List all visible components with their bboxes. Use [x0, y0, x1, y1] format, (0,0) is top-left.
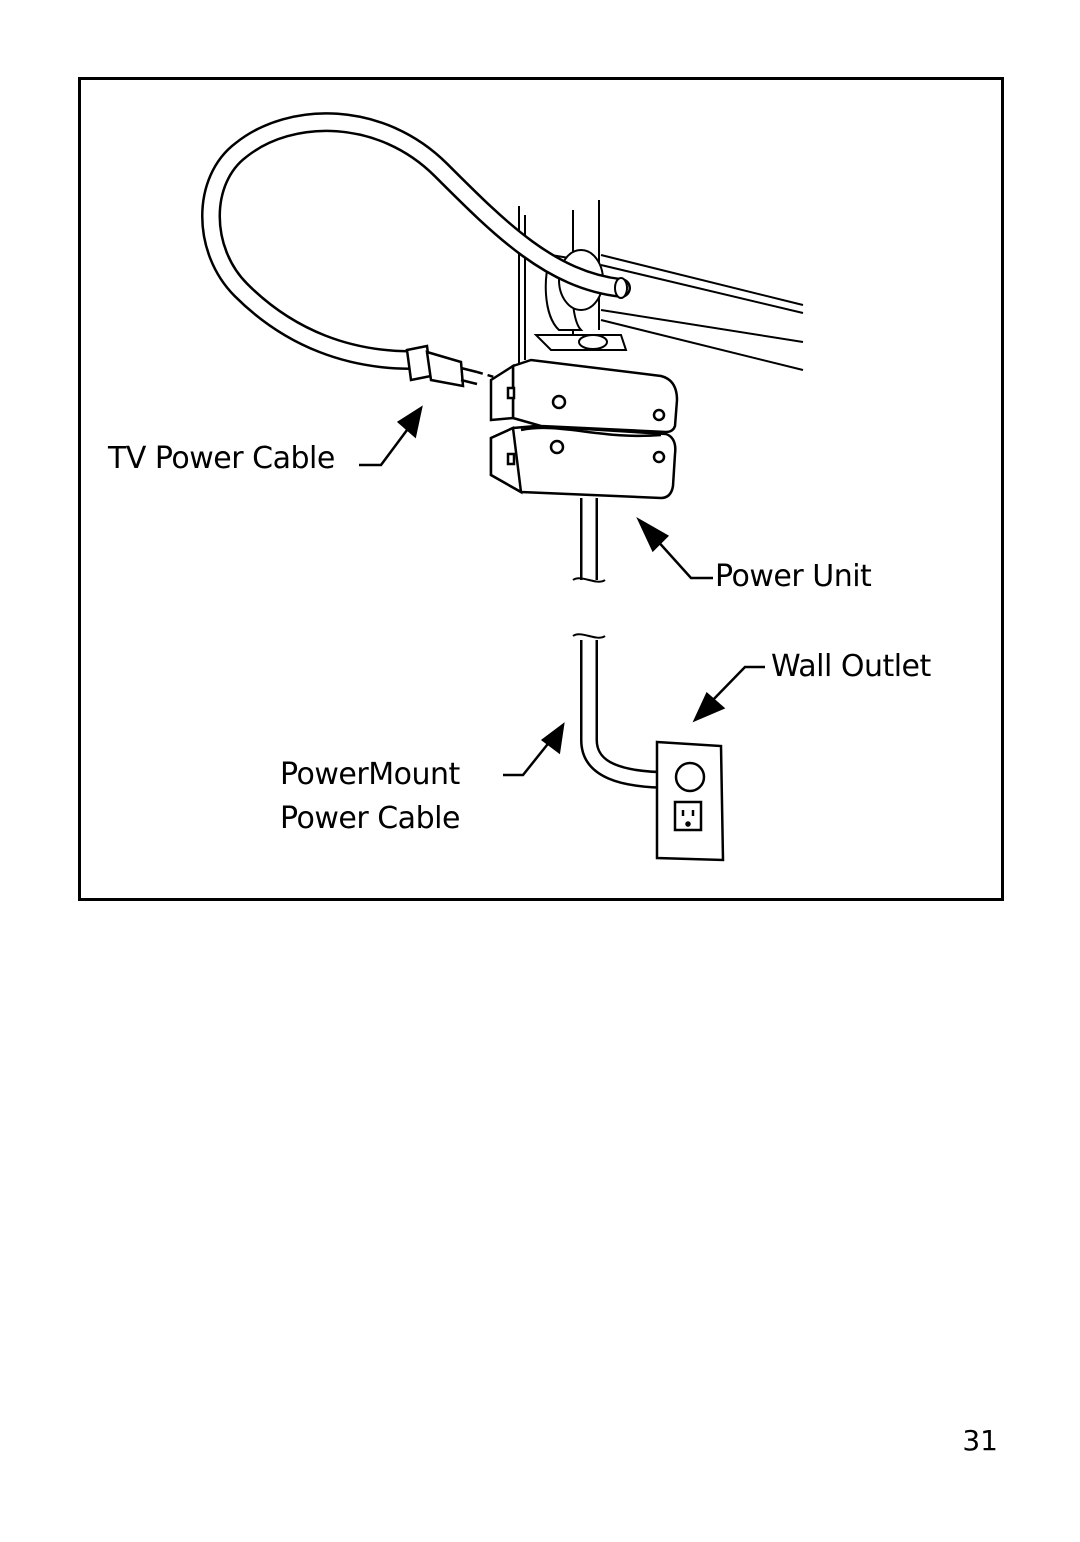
wall-outlet	[655, 740, 725, 862]
page-number: 31	[962, 1424, 998, 1457]
power-unit	[489, 358, 679, 500]
illustration-frame: TV Power Cable Power Unit Wall Outlet Po…	[78, 77, 1004, 901]
label-tv-power-cable: TV Power Cable	[108, 441, 335, 476]
powermount-cable	[572, 498, 672, 789]
installation-illustration	[201, 112, 804, 862]
tv-power-plug	[405, 344, 525, 390]
label-powermount-line2: Power Cable	[280, 801, 460, 836]
label-power-unit: Power Unit	[715, 559, 872, 594]
tv-power-cable	[201, 112, 631, 370]
arrow-power-unit	[636, 516, 713, 580]
label-wall-outlet: Wall Outlet	[771, 649, 931, 684]
label-powermount-line1: PowerMount	[280, 757, 460, 792]
arrow-tv-power-cable	[359, 405, 423, 467]
arrow-powermount-cable	[503, 722, 565, 777]
arrow-wall-outlet	[692, 665, 765, 723]
